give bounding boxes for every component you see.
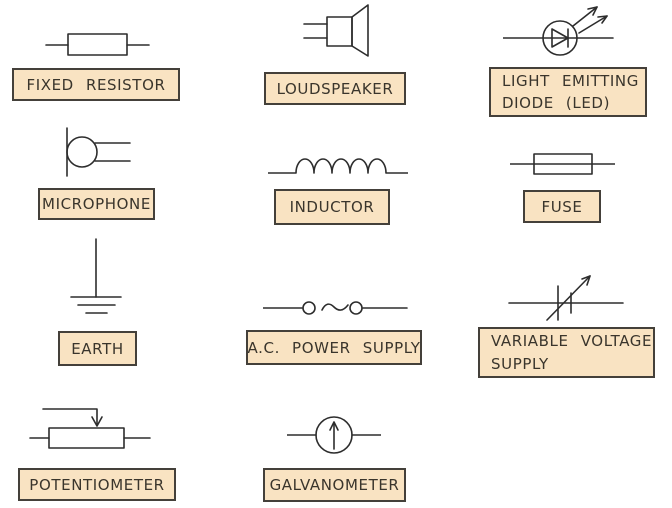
label-light-emitting-diode: LIGHT EMITTING DIODE (LED) xyxy=(489,67,647,117)
label-ac-power-supply: A.C. POWER SUPPLY xyxy=(246,330,422,365)
earth-symbol-icon xyxy=(70,238,122,314)
label-text: FUSE xyxy=(541,197,583,216)
label-potentiometer: POTENTIOMETER xyxy=(18,468,176,501)
label-text: SUPPLY xyxy=(491,354,549,373)
label-text: GALVANOMETER xyxy=(269,476,400,494)
label-galvanometer: GALVANOMETER xyxy=(263,468,406,502)
label-text: INDUCTOR xyxy=(289,198,375,216)
label-text: LIGHT EMITTING xyxy=(502,71,639,90)
label-text: MICROPHONE xyxy=(42,195,151,213)
potentiometer-symbol-icon xyxy=(29,408,151,449)
label-microphone: MICROPHONE xyxy=(38,188,155,220)
ac-power-supply-symbol-icon xyxy=(263,301,408,315)
loudspeaker-symbol-icon xyxy=(303,4,369,57)
label-text: POTENTIOMETER xyxy=(29,475,165,494)
galvanometer-symbol-icon xyxy=(287,416,381,454)
microphone-symbol-icon xyxy=(66,127,131,177)
label-text: DIODE (LED) xyxy=(502,94,611,112)
label-earth: EARTH xyxy=(58,331,137,366)
led-symbol-icon xyxy=(503,6,614,56)
label-fuse: FUSE xyxy=(523,190,601,223)
label-loudspeaker: LOUDSPEAKER xyxy=(264,72,406,105)
variable-voltage-supply-symbol-icon xyxy=(508,275,624,321)
label-variable-voltage-supply: VARIABLE VOLTAGE SUPPLY xyxy=(478,327,655,378)
inductor-symbol-icon xyxy=(268,158,408,174)
label-text: VARIABLE VOLTAGE xyxy=(491,332,653,350)
fuse-symbol-icon xyxy=(510,153,615,175)
label-text: LOUDSPEAKER xyxy=(276,79,394,98)
label-inductor: INDUCTOR xyxy=(274,189,390,225)
fixed-resistor-symbol-icon xyxy=(45,33,150,56)
label-text: A.C. POWER SUPPLY xyxy=(247,338,421,357)
label-fixed-resistor: FIXED RESISTOR xyxy=(12,68,180,101)
label-text: EARTH xyxy=(71,339,124,358)
label-text: FIXED RESISTOR xyxy=(26,75,166,94)
